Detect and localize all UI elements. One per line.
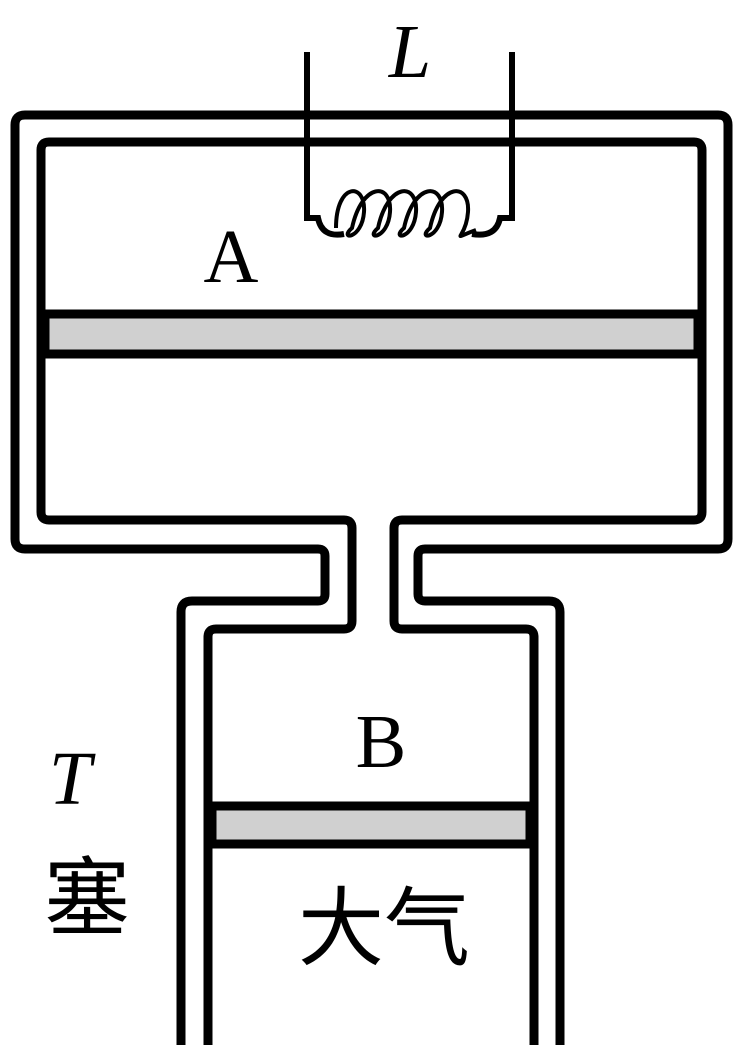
lower-piston (207, 801, 535, 849)
inductor-label: L (388, 10, 431, 94)
coil-loops (334, 189, 477, 238)
atmosphere-label: 大气 (298, 879, 470, 979)
chamber-a-label: A (204, 215, 259, 299)
coil-lead-right (471, 52, 515, 238)
inner-wall (36, 137, 707, 1045)
chamber-b-label: B (356, 700, 407, 784)
heating-coil (304, 52, 515, 238)
upper-piston (40, 309, 703, 359)
plug-label: 塞 (44, 849, 130, 949)
coil-lead-left (304, 52, 345, 238)
outer-wall-left (10, 110, 733, 1045)
temperature-label: T (49, 737, 96, 821)
